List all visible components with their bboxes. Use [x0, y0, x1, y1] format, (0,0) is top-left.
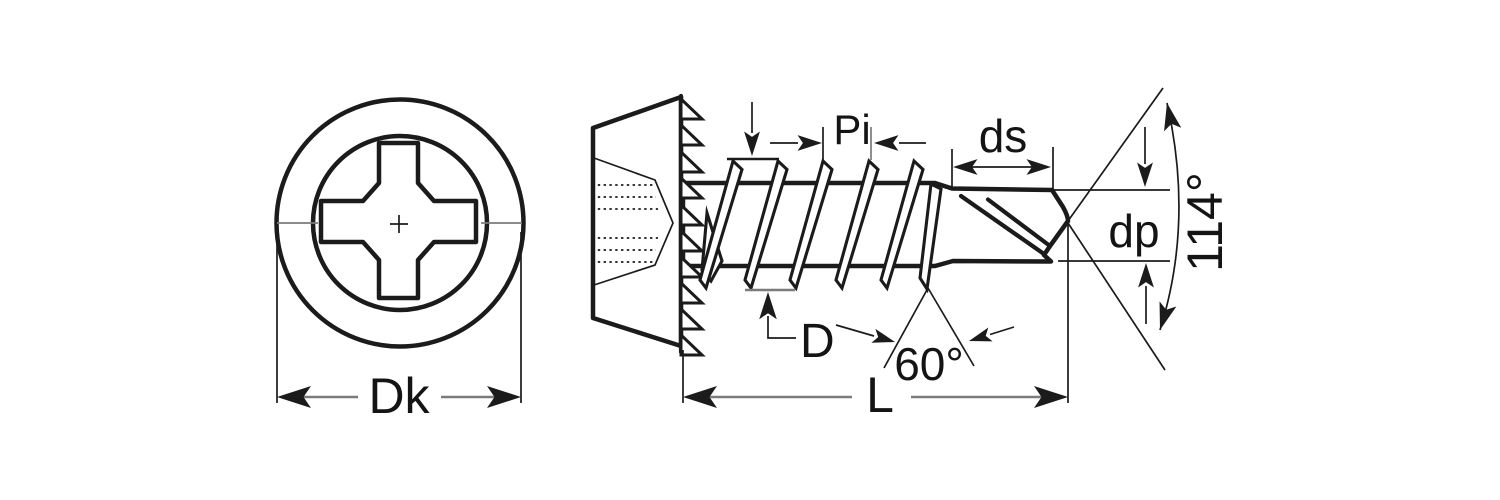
dimension-thread-angle: 60°: [835, 287, 1015, 390]
dimension-Pi: Pi: [770, 106, 926, 163]
point-angle-arrow-bottom: [1151, 301, 1177, 333]
point-angle-line-lower: [1067, 222, 1166, 371]
drill-flute-line-2: [985, 197, 1053, 249]
drill-flute-line-1: [958, 193, 1047, 257]
dp-arrow-down: [1137, 162, 1153, 187]
label-thread-angle: 60°: [894, 338, 964, 390]
dimension-ds: ds: [951, 110, 1054, 189]
dp-arrow-up: [1138, 263, 1154, 288]
thread-angle-leg-right: [927, 287, 975, 367]
dimension-D: D: [727, 102, 835, 368]
shank-and-point-outline: [680, 180, 1071, 269]
head-side-outline: [590, 94, 684, 349]
label-head-diameter: Dk: [368, 368, 430, 424]
d-arrow-down: [744, 131, 760, 156]
underhead-serrations: [679, 95, 706, 357]
label-screw-length: L: [866, 367, 894, 423]
dimension-L: L: [682, 224, 1069, 423]
thread-angle-arrow-right: [966, 327, 993, 348]
d-leader-elbow: [767, 316, 796, 339]
dimension-Dk: Dk: [276, 232, 522, 424]
dimension-point-angle: 114°: [1067, 87, 1233, 371]
label-point-diameter: dp: [1108, 205, 1159, 257]
screw-side-view: [590, 93, 1071, 357]
label-thread-outer-diameter: D: [800, 315, 835, 368]
d-arrow-up: [759, 292, 777, 320]
point-angle-arc: [1159, 102, 1180, 331]
center-mark: [390, 215, 408, 233]
label-drill-diameter: ds: [979, 110, 1028, 162]
screw-head-front-view: [274, 97, 526, 349]
thread-blades: [698, 158, 943, 294]
recess-dotted-lines: [592, 184, 658, 263]
pi-arrow-left: [874, 135, 899, 151]
point-angle-arrow-top: [1158, 101, 1182, 132]
label-thread-pitch: Pi: [833, 106, 870, 153]
label-point-angle: 114°: [1177, 172, 1233, 272]
thread-angle-arrow-left: [871, 328, 898, 349]
point-angle-line-upper: [1067, 87, 1164, 222]
dimension-dp: dp: [1053, 127, 1170, 324]
pi-arrow-right: [797, 135, 822, 151]
recess-hidden-outline: [593, 157, 674, 286]
thread-angle-leg-left: [883, 287, 929, 369]
